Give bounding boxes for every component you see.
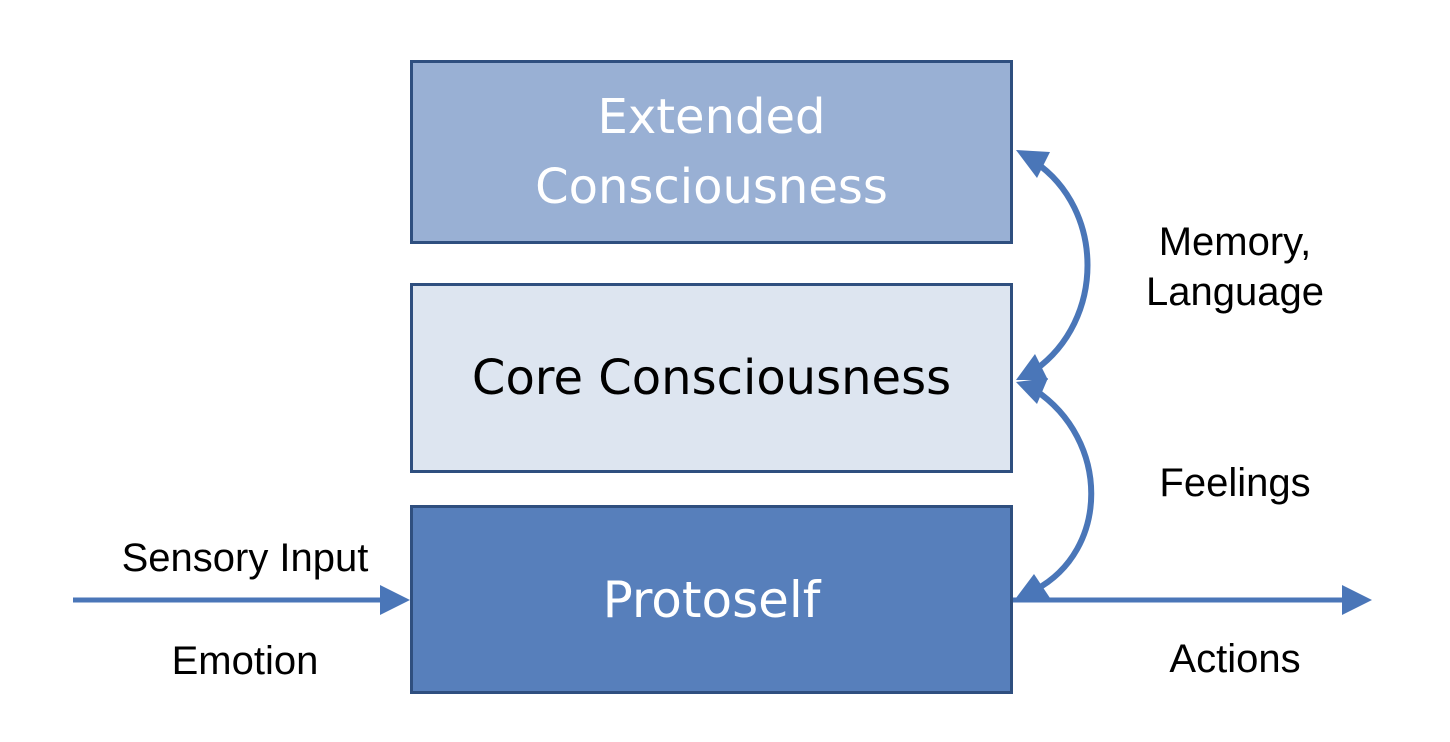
memory-arrowhead-top	[1016, 150, 1050, 178]
feelings-label: Feelings	[1159, 461, 1311, 505]
sensory-input-arrowhead	[380, 585, 410, 615]
feelings-arrowhead-top	[1016, 378, 1048, 404]
memory-label-line1: Memory,	[1158, 220, 1312, 264]
memory-curve-arrow	[1033, 159, 1091, 373]
feelings-curve-arrow	[1033, 387, 1095, 593]
core-consciousness-label: Core Consciousness	[471, 350, 952, 406]
sensory-input-label: Sensory Input	[121, 536, 369, 580]
memory-language-label: Memory, Language	[1130, 217, 1340, 317]
feelings-arrowhead-bottom	[1016, 574, 1050, 598]
extended-consciousness-line2: Consciousness	[535, 159, 888, 215]
extended-consciousness-box: Extended Consciousness	[410, 60, 1013, 244]
actions-label: Actions	[1169, 637, 1301, 681]
protoself-box: Protoself	[410, 505, 1013, 694]
memory-arrowhead-bottom	[1016, 354, 1048, 380]
actions-arrowhead	[1342, 585, 1372, 615]
core-consciousness-box: Core Consciousness	[410, 283, 1013, 473]
memory-label-line2: Language	[1146, 270, 1324, 314]
emotion-label: Emotion	[171, 639, 319, 683]
extended-consciousness-line1: Extended	[597, 89, 826, 145]
protoself-label: Protoself	[602, 570, 821, 629]
